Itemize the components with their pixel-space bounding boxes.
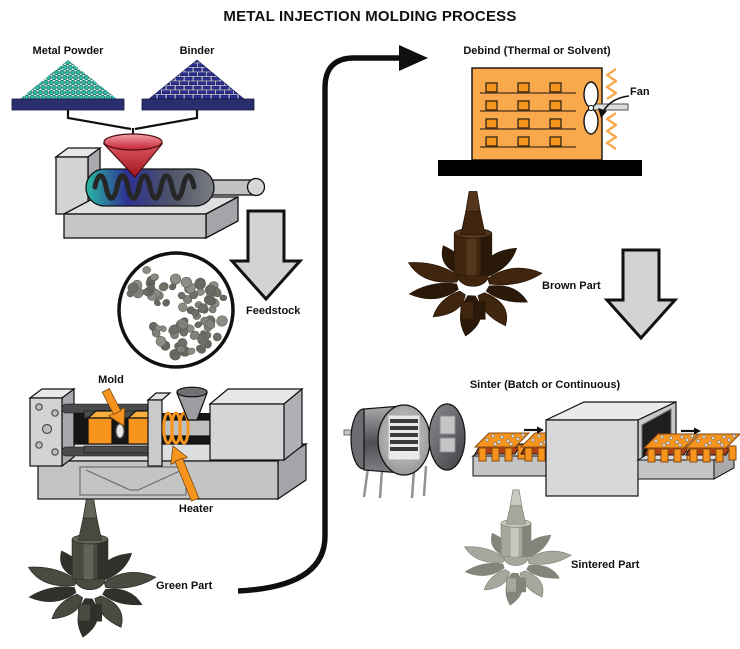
debind-oven bbox=[438, 67, 642, 176]
binder-pile bbox=[141, 59, 255, 111]
down-arrow-icon-2 bbox=[605, 248, 677, 340]
injection-molding-machine bbox=[28, 386, 309, 501]
hopper-icon bbox=[176, 386, 208, 421]
heater-label: Heater bbox=[178, 503, 214, 515]
mixing-funnel bbox=[102, 133, 164, 178]
feedstock-image bbox=[117, 251, 235, 369]
heat-waves-icon bbox=[605, 68, 618, 150]
debind-heading: Debind (Thermal or Solvent) bbox=[463, 45, 611, 57]
oven-parts bbox=[485, 82, 562, 147]
sintered-part-image bbox=[463, 489, 572, 606]
mixing-screw bbox=[92, 173, 197, 201]
conveyor-arrow-left bbox=[524, 426, 544, 434]
sinter-heading: Sinter (Batch or Continuous) bbox=[469, 379, 621, 391]
fan-label: Fan bbox=[630, 86, 650, 98]
conveyor-arrow-right bbox=[681, 427, 701, 435]
fan-leader-line bbox=[603, 95, 630, 111]
furnace-door bbox=[428, 403, 466, 471]
mixer-machine bbox=[54, 146, 266, 240]
green-part-label: Green Part bbox=[156, 580, 213, 592]
oven-base bbox=[438, 160, 642, 176]
flow-arrow bbox=[237, 45, 428, 594]
brown-part-image bbox=[407, 191, 543, 337]
heater-coils bbox=[162, 411, 190, 445]
brown-part-label: Brown Part bbox=[542, 280, 601, 292]
feedstock-label: Feedstock bbox=[246, 305, 301, 317]
down-arrow-icon bbox=[230, 209, 302, 301]
green-part-image bbox=[27, 498, 157, 638]
mold-label: Mold bbox=[98, 374, 124, 386]
mold-arrow-icon bbox=[101, 388, 126, 427]
batch-furnace bbox=[343, 403, 466, 499]
feedstock-pellets bbox=[126, 266, 228, 361]
page-title: METAL INJECTION MOLDING PROCESS bbox=[223, 8, 517, 25]
heater-arrow-icon bbox=[170, 445, 200, 502]
metal-powder-pile bbox=[11, 60, 125, 111]
sintered-part-label: Sintered Part bbox=[571, 559, 640, 571]
fan-icon bbox=[583, 81, 629, 135]
continuous-furnace bbox=[471, 401, 740, 497]
binder-label: Binder bbox=[179, 45, 215, 57]
metal-powder-label: Metal Powder bbox=[32, 45, 104, 57]
